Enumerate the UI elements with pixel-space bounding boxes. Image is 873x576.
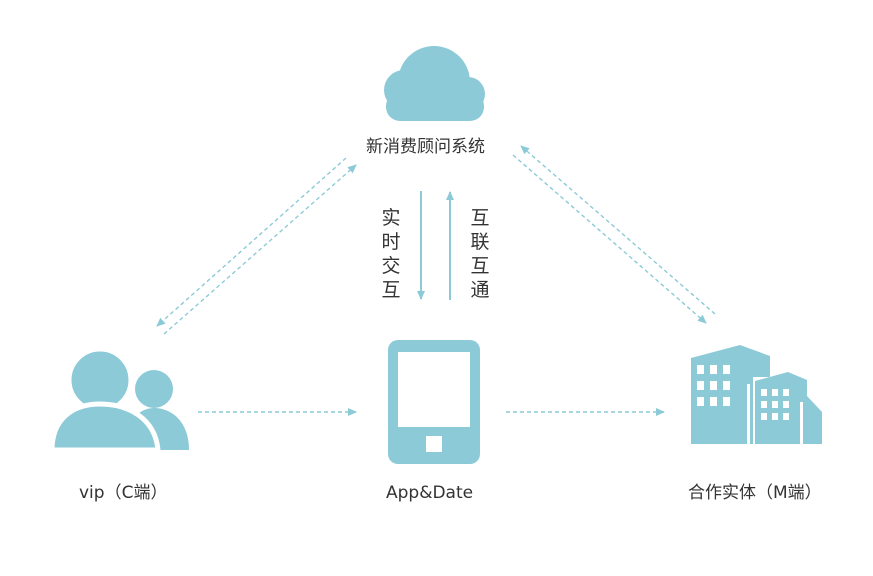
up-edge-label: 互联互通	[470, 207, 490, 301]
arrow-buildings-to-top	[520, 145, 716, 315]
users-icon	[49, 346, 189, 453]
cloud-icon	[384, 46, 485, 121]
down-edge-label: 实时交互	[381, 207, 401, 301]
arrow-top-to-buildings	[512, 154, 707, 324]
tablet-icon	[388, 340, 480, 464]
top-node-label: 新消费顾问系统	[366, 137, 485, 157]
arrow-top-to-users	[156, 157, 347, 327]
arrow-users-to-top	[163, 164, 357, 335]
left-node-label: vip（C端）	[79, 483, 168, 503]
buildings-icon	[691, 345, 822, 444]
center-node-label: App&Date	[386, 483, 474, 503]
right-node-label: 合作实体（M端）	[688, 483, 822, 503]
